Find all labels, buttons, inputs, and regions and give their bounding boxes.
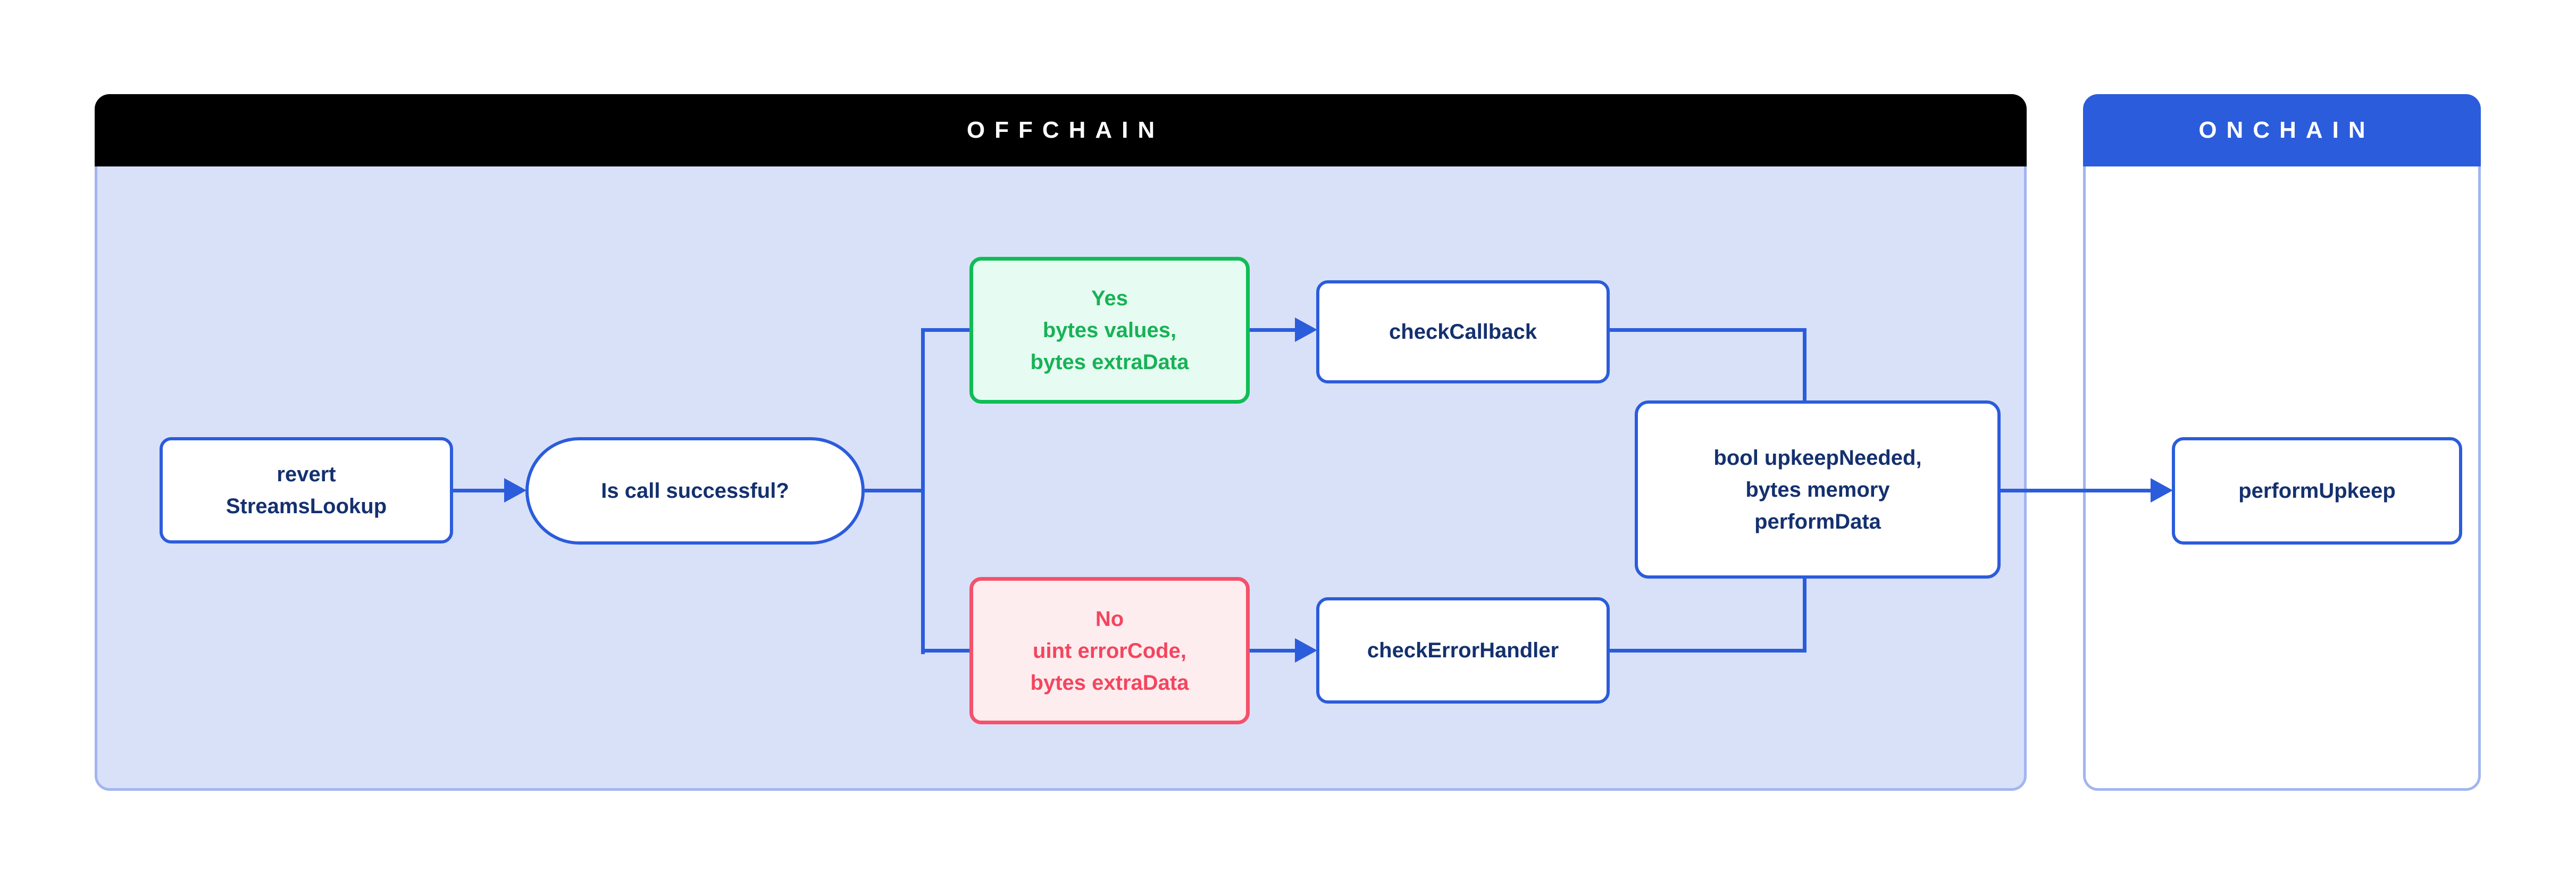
connector-spine-to-yes	[923, 328, 969, 332]
offchain-header: OFFCHAIN	[95, 94, 2027, 166]
connector-upkeep-to-performupkeep	[1998, 489, 2152, 492]
node-no-branch: No uint errorCode, bytes extraData	[969, 577, 1250, 724]
connector-branch-spine	[921, 328, 925, 654]
connector-spine-to-no	[923, 649, 969, 653]
node-perform-upkeep: performUpkeep	[2172, 437, 2462, 545]
node-upkeep-needed: bool upkeepNeeded, bytes memory performD…	[1635, 400, 2001, 579]
arrowhead-performupkeep-icon	[2151, 478, 2173, 503]
connector-checkcallback-elbow-v	[1803, 328, 1806, 403]
connector-decision-to-spine	[865, 489, 925, 492]
node-is-call-successful: Is call successful?	[525, 437, 865, 545]
onchain-header: ONCHAIN	[2083, 94, 2481, 166]
node-check-callback: checkCallback	[1316, 280, 1610, 383]
connector-checkerrorhandler-elbow-v	[1803, 577, 1806, 653]
connector-no-to-checkerrorhandler	[1250, 649, 1299, 653]
connector-checkerrorhandler-elbow-h	[1610, 649, 1806, 653]
node-check-error-handler: checkErrorHandler	[1316, 597, 1610, 704]
connector-yes-to-checkcallback	[1250, 328, 1299, 332]
onchain-title: ONCHAIN	[2198, 117, 2375, 143]
arrowhead-checkerrorhandler-icon	[1295, 638, 1317, 663]
connector-revert-to-decision	[453, 489, 507, 492]
arrowhead-checkcallback-icon	[1295, 317, 1317, 342]
offchain-title: OFFCHAIN	[966, 117, 1165, 143]
connector-checkcallback-elbow-h	[1610, 328, 1806, 332]
node-revert-streamslookup: revert StreamsLookup	[160, 437, 453, 544]
arrowhead-decision-icon	[504, 478, 526, 503]
node-yes-branch: Yes bytes values, bytes extraData	[969, 257, 1250, 404]
